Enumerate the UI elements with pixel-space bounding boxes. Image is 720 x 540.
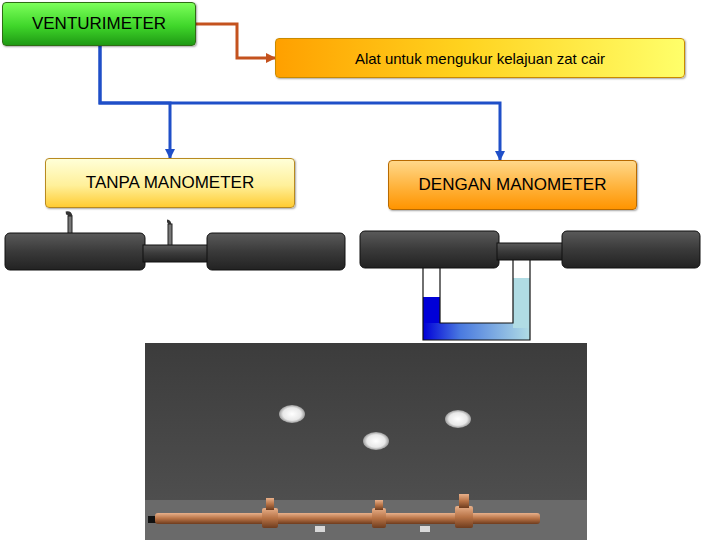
venturimeter-photo xyxy=(145,343,587,540)
pipe-support xyxy=(315,526,325,532)
lamp-reflection xyxy=(363,432,389,450)
narrow-pipe xyxy=(497,243,564,260)
manometer-tube xyxy=(423,260,530,340)
wide-pipe xyxy=(360,231,499,268)
venturi-pipe xyxy=(5,213,345,270)
pressure-tube xyxy=(168,224,172,246)
pipe-fitting xyxy=(375,500,383,510)
pipe-fitting xyxy=(262,508,278,528)
definition-box: Alat untuk mengukur kelajuan zat cair xyxy=(275,38,685,78)
wide-pipe xyxy=(562,231,700,268)
photo-background xyxy=(145,343,587,540)
lamp-reflection xyxy=(445,410,471,428)
pipe-support xyxy=(420,526,430,532)
u-tube-manometer xyxy=(423,260,530,340)
box-label: DENGAN MANOMETER xyxy=(419,175,607,195)
photo-bench xyxy=(145,500,587,540)
copper-pipe xyxy=(155,513,540,524)
hose-end xyxy=(148,516,156,523)
title-box: VENTURIMETER xyxy=(2,2,196,46)
box-label: TANPA MANOMETER xyxy=(86,173,254,193)
manometer-liquid xyxy=(513,278,530,328)
lamp-reflection xyxy=(279,405,305,423)
box-label: Alat untuk mengukur kelajuan zat cair xyxy=(355,50,605,67)
pipe-fitting xyxy=(455,506,473,528)
category-box: DENGAN MANOMETER xyxy=(388,160,637,210)
manometer-liquid xyxy=(423,297,440,327)
connector-arrow xyxy=(196,24,275,58)
pipe-fitting xyxy=(459,494,469,508)
category-box: TANPA MANOMETER xyxy=(45,158,295,208)
wide-pipe xyxy=(207,233,345,270)
pipe-fitting xyxy=(372,508,386,528)
box-label: VENTURIMETER xyxy=(32,14,166,34)
wide-pipe xyxy=(5,233,145,270)
pipe-fitting xyxy=(266,498,274,510)
narrow-pipe xyxy=(143,245,209,262)
